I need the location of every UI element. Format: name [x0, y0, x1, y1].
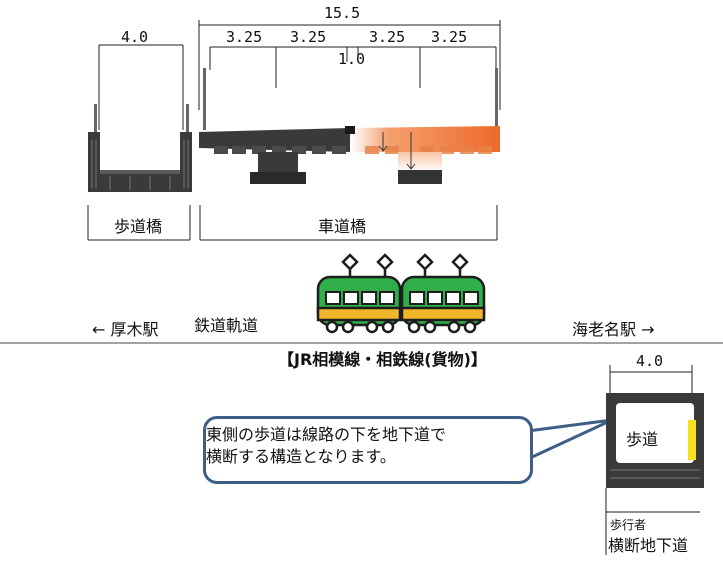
train-illustration [316, 253, 486, 334]
label-to-ebina: 海老名駅 → [572, 320, 655, 339]
label-road-bridge: 車道橋 [318, 217, 367, 236]
dimension-lines [87, 20, 700, 555]
label-footbridge: 歩道橋 [114, 217, 163, 236]
dim-lane-4: 3.25 [431, 28, 468, 46]
label-underpass-small: 歩行者 [610, 518, 647, 532]
underpass-section [606, 393, 704, 488]
dim-footbridge-width: 4.0 [121, 28, 149, 46]
callout-text: 東側の歩道は線路の下を地下道で 横断する構造となります。 [206, 425, 447, 466]
road-bridge-section [199, 68, 500, 184]
dim-lane-3: 3.25 [369, 28, 406, 46]
dim-median: 1.0 [338, 50, 366, 68]
label-underpass-large: 横断地下道 [608, 536, 689, 555]
label-line-name: 【JR相模線・相鉄線(貨物)】 [278, 350, 487, 369]
label-to-atsugi: ← 厚木駅 [92, 320, 159, 339]
callout-box [203, 416, 533, 484]
footbridge-section [88, 104, 192, 192]
dim-underpass-width: 4.0 [636, 352, 664, 370]
label-railway-track: 鉄道軌道 [194, 316, 259, 335]
dim-lane-2: 3.25 [290, 28, 327, 46]
dim-lane-1: 3.25 [226, 28, 263, 46]
dim-total-width: 15.5 [324, 4, 361, 22]
label-sidewalk: 歩道 [626, 430, 659, 449]
